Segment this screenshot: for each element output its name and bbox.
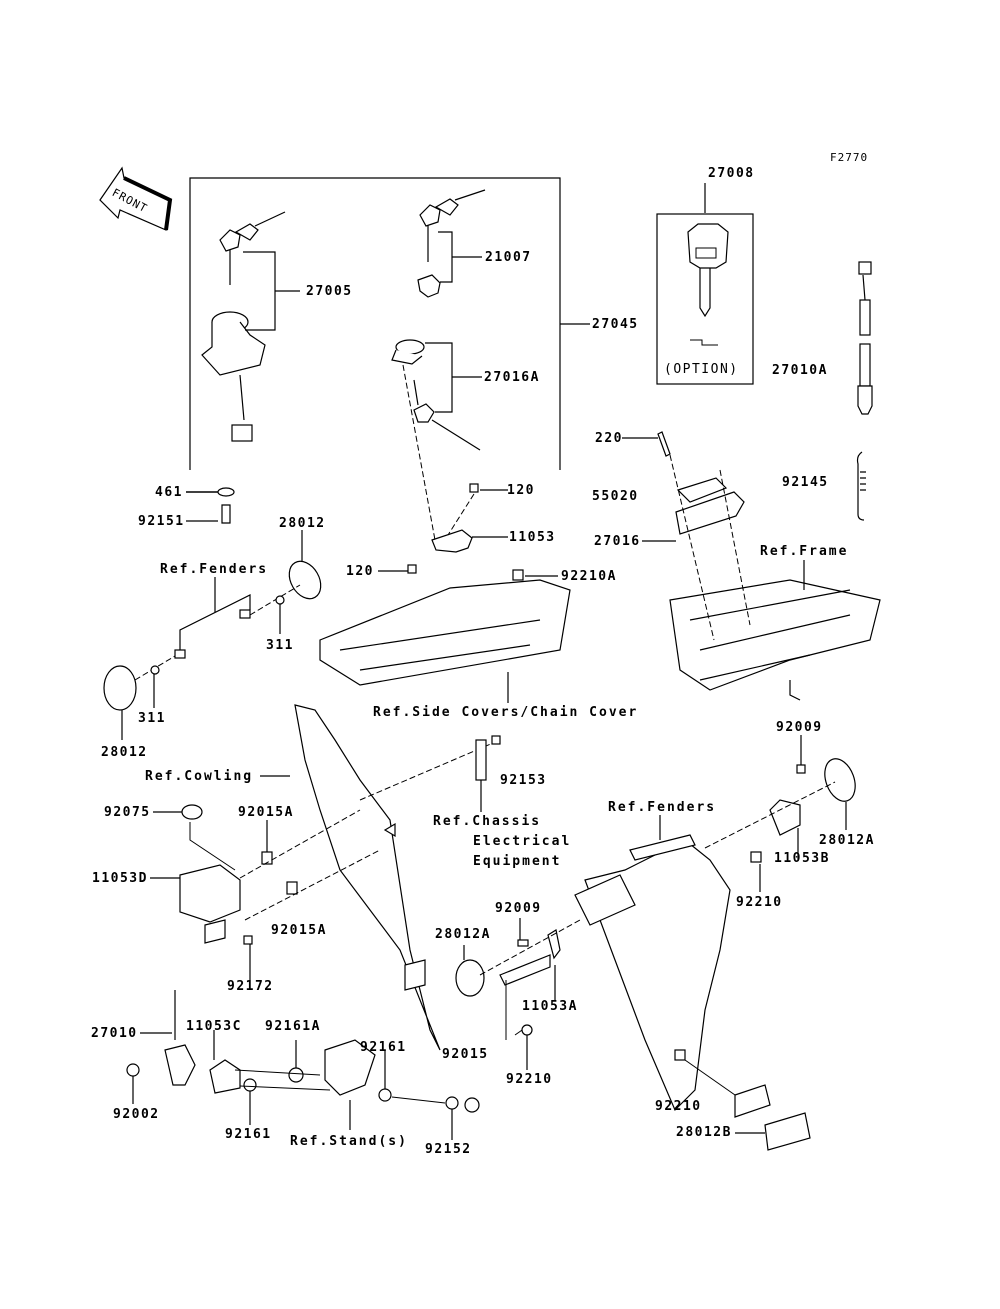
seat-lock-27016A [391, 339, 482, 541]
part-label-11053[interactable]: 11053 [509, 530, 556, 545]
part-label-27045[interactable]: 27045 [592, 317, 639, 332]
reflector-28012-upper [239, 530, 322, 634]
fastener-92153 [359, 735, 501, 812]
part-label-92210-bottom[interactable]: 92210 [655, 1099, 702, 1114]
part-label-11053D[interactable]: 11053D [92, 871, 148, 886]
part-label-92145[interactable]: 92145 [782, 475, 829, 490]
part-label-92210A[interactable]: 92210A [561, 569, 617, 584]
ref-cowling[interactable]: Ref.Cowling [145, 769, 254, 784]
part-label-311-lower[interactable]: 311 [138, 711, 166, 726]
part-label-120-upper[interactable]: 120 [507, 483, 535, 498]
part-label-27008[interactable]: 27008 [708, 166, 755, 181]
part-label-92210-lower[interactable]: 92210 [506, 1072, 553, 1087]
bracket-11053 [378, 483, 508, 574]
ref-fenders-right[interactable]: Ref.Fenders [608, 800, 717, 815]
ref-side-covers[interactable]: Ref.Side Covers/Chain Cover [373, 705, 639, 720]
part-label-28012B[interactable]: 28012B [676, 1125, 732, 1140]
reflector-28012A-right [704, 735, 856, 892]
part-label-27005[interactable]: 27005 [306, 284, 353, 299]
front-arrow-icon [99, 166, 173, 231]
reflector-28012A-lower [455, 918, 581, 1070]
frame-ref [669, 560, 881, 701]
bracket-11053D [150, 804, 381, 980]
part-label-92009-right[interactable]: 92009 [776, 720, 823, 735]
part-label-92153[interactable]: 92153 [500, 773, 547, 788]
switch-27010A [857, 261, 873, 415]
part-label-92151[interactable]: 92151 [138, 514, 185, 529]
option-caption: (OPTION) [664, 362, 739, 377]
part-label-120-lower[interactable]: 120 [346, 564, 374, 579]
part-label-92161A[interactable]: 92161A [265, 1019, 321, 1034]
figure-code: F2770 [830, 151, 869, 164]
part-label-11053C[interactable]: 11053C [186, 1019, 242, 1034]
part-label-311-upper[interactable]: 311 [266, 638, 294, 653]
ref-chassis-line3[interactable]: Equipment [473, 854, 562, 869]
ref-stands[interactable]: Ref.Stand(s) [290, 1134, 408, 1149]
side-cover-ref [319, 569, 571, 703]
ref-chassis-line2[interactable]: Electrical [473, 834, 572, 849]
part-label-92152[interactable]: 92152 [425, 1142, 472, 1157]
washer-bolt-461-92151 [186, 487, 235, 524]
part-label-92015A-upper[interactable]: 92015A [238, 805, 294, 820]
part-label-92015A-lower[interactable]: 92015A [271, 923, 327, 938]
part-label-461[interactable]: 461 [155, 485, 183, 500]
reflector-28012-lower [103, 577, 251, 740]
part-label-27010A[interactable]: 27010A [772, 363, 828, 378]
part-label-27010[interactable]: 27010 [91, 1026, 138, 1041]
sidestand-switch-linkage [126, 990, 480, 1140]
key-set-21007 [417, 189, 486, 298]
part-label-28012A-lower[interactable]: 28012A [435, 927, 491, 942]
seat-lock-assembly-27016 [622, 431, 751, 641]
part-label-92210-right[interactable]: 92210 [736, 895, 783, 910]
part-label-28012-lower[interactable]: 28012 [101, 745, 148, 760]
part-label-92002[interactable]: 92002 [113, 1107, 160, 1122]
part-label-220[interactable]: 220 [595, 431, 623, 446]
part-label-28012A-right[interactable]: 28012A [819, 833, 875, 848]
ignition-set-bracket [189, 177, 590, 470]
part-label-27016A[interactable]: 27016A [484, 370, 540, 385]
part-label-11053A[interactable]: 11053A [522, 999, 578, 1014]
part-label-92015[interactable]: 92015 [442, 1047, 489, 1062]
cowling-ref [260, 704, 441, 1051]
option-key-box [656, 183, 754, 385]
ignition-switch-27005 [201, 211, 300, 442]
part-label-92009-lower[interactable]: 92009 [495, 901, 542, 916]
rear-fender-ref [574, 815, 811, 1151]
part-label-27016[interactable]: 27016 [594, 534, 641, 549]
ref-fenders-left[interactable]: Ref.Fenders [160, 562, 269, 577]
ref-frame[interactable]: Ref.Frame [760, 544, 849, 559]
part-label-21007[interactable]: 21007 [485, 250, 532, 265]
part-label-92161-right[interactable]: 92161 [360, 1040, 407, 1055]
part-label-92075[interactable]: 92075 [104, 805, 151, 820]
ref-chassis-line1[interactable]: Ref.Chassis [433, 814, 542, 829]
part-label-11053B[interactable]: 11053B [774, 851, 830, 866]
part-label-92172[interactable]: 92172 [227, 979, 274, 994]
part-label-55020[interactable]: 55020 [592, 489, 639, 504]
part-label-28012-upper[interactable]: 28012 [279, 516, 326, 531]
part-label-92161-left[interactable]: 92161 [225, 1127, 272, 1142]
spring-92145 [856, 451, 866, 521]
